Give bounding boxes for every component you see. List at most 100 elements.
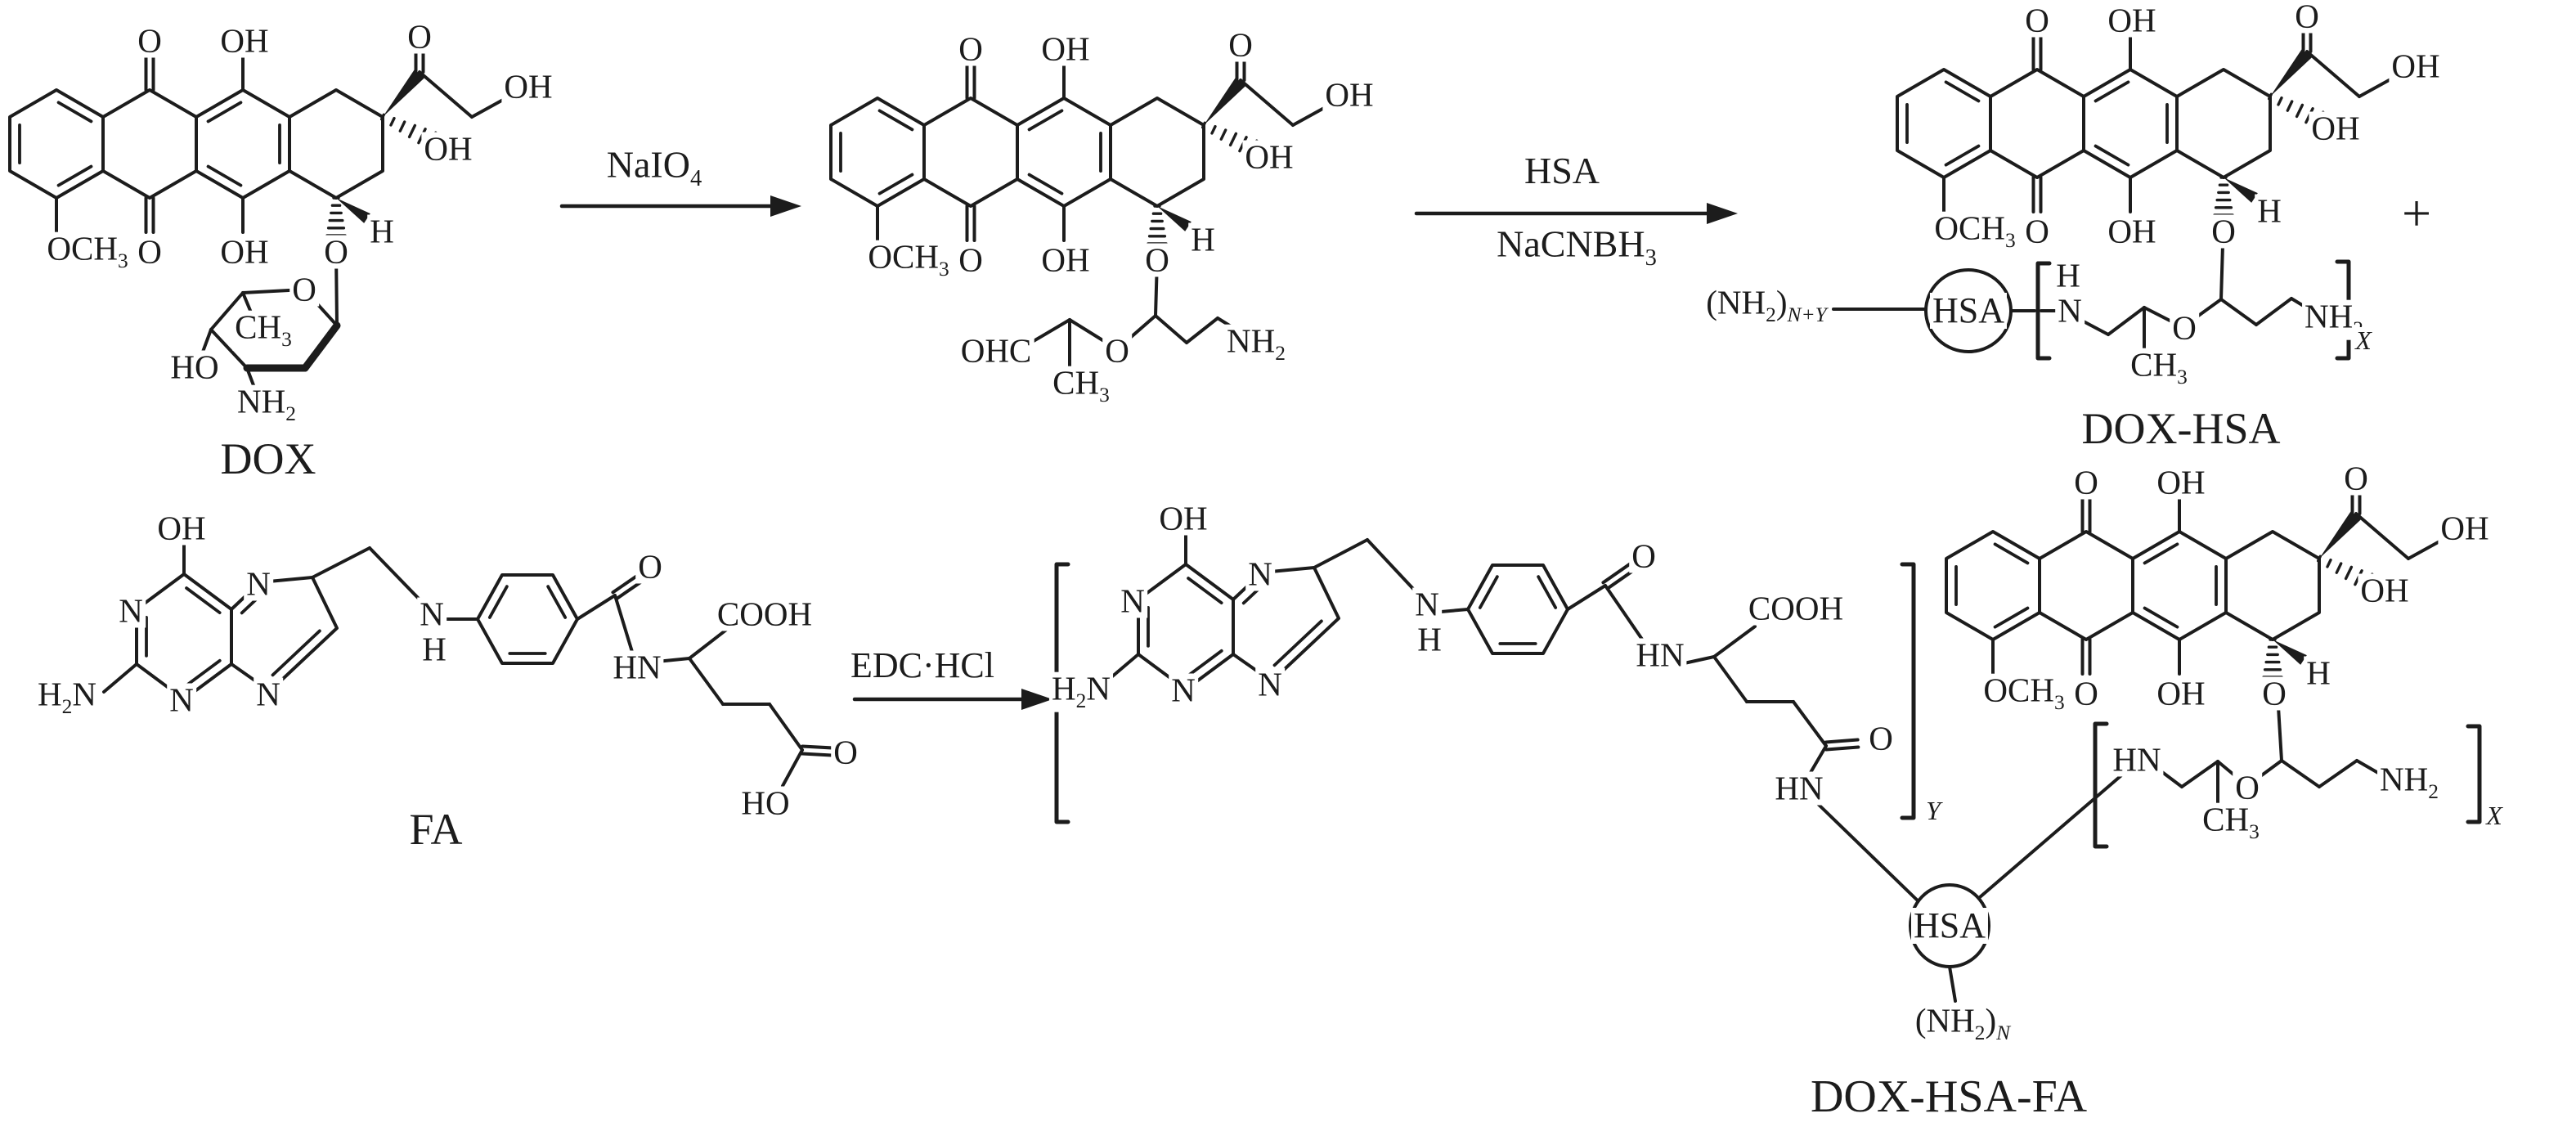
doxhsa-glyc-o: O [2209,214,2238,249]
dox-c6-oh: OH [218,235,272,269]
reagent-hsa: HSA [1521,152,1603,190]
fa-n1: N [116,594,146,628]
int-primary-oh: OH [1322,78,1376,112]
dox2-glyc-o: O [2260,676,2289,711]
doxhsa-caption: DOX-HSA [2079,406,2283,451]
doxhsa-tert-oh: OH [2309,111,2363,146]
dox-sugar-ch3: CH3 [232,310,294,351]
fa2-cooh: COOH [1745,591,1847,626]
reagent-nacnbh3: NaCNBH3 [1494,225,1659,271]
dox2-c6-oh: OH [2154,676,2208,711]
dox2-primary-oh: OH [2438,511,2492,546]
dox-glyc-o: O [321,235,351,269]
fa-pterin-oh: OH [155,511,209,546]
fa-amine-h: H [420,632,449,667]
fa-n3: N [167,683,196,717]
dox-och3: OCH3 [44,231,131,272]
reagent-edc-hcl: EDC·HCl [848,648,997,684]
doxhsa-c9-o: O [2022,3,2052,38]
hsafa-chain-ch3: CH3 [2200,802,2262,843]
fa2-pterin-oh: OH [1156,501,1210,536]
hsafa-chain-hn: HN [2110,743,2164,777]
fa2-amide2-o: O [1866,721,1896,756]
dox-c7-h: H [367,214,397,249]
doxhsa-ether-o: O [2170,311,2199,345]
dox-c11-oh: OH [218,24,272,58]
fa-n8: N [254,677,283,712]
doxhsa-c10-o: O [2022,214,2052,249]
fa2-hn2: HN [1772,771,1826,806]
hsafa-nh2-group: (NH2)N [1912,1004,2013,1044]
fa2-amine-n: N [1412,587,1442,622]
hsafa-sub-x: X [2484,802,2505,828]
fa2-sub-y: Y [1923,797,1943,824]
doxhsa-c6-oh: OH [2105,214,2159,249]
fa-caption: FA [406,807,465,851]
fa-amine-n: N [417,597,447,631]
doxhsa-ch3: CH3 [2128,348,2190,388]
fa-h2n: H2N [35,677,99,718]
fa-acid-ho: HO [738,786,792,820]
int-c9-o: O [956,32,985,66]
fa2-h2n: H2N [1049,671,1113,712]
int-ether-o: O [1102,334,1132,368]
fa2-n5: N [1245,557,1275,591]
fa2-n1: N [1118,584,1147,618]
doxhsa-primary-oh: OH [2389,49,2443,83]
dox-c13-o: O [405,20,434,54]
dox2-c10-o: O [2071,676,2101,711]
dox-sugar-nh2: NH2 [235,384,298,425]
dox2-c13-o: O [2341,461,2371,496]
doxhsa-c11-oh: OH [2105,3,2159,38]
doxhsa-c7-h: H [2255,194,2284,228]
int-ohc: OHC [958,334,1034,368]
dox2-c11-oh: OH [2154,465,2208,500]
int-c10-o: O [956,243,985,277]
doxhsa-amine-h: H [2053,258,2083,293]
hsafa-caption: DOX-HSA-FA [1807,1074,2090,1120]
doxhsa-och3: OCH3 [1932,211,2018,252]
fa2-n8: N [1255,667,1285,702]
fa2-amide-o: O [1629,539,1658,573]
int-tert-oh: OH [1242,140,1296,174]
fa-hn: HN [610,650,664,685]
fa-n5: N [244,567,273,601]
dox-tert-oh: OH [421,132,475,166]
fa-acid-o: O [831,735,860,770]
hsafa-chain-ether-o: O [2233,770,2262,805]
dox-sugar-o: O [289,272,319,307]
dox2-c9-o: O [2071,465,2101,500]
doxhsa-c13-o: O [2292,0,2322,34]
int-nh2: NH2 [1224,324,1288,365]
doxhsa-chain-nh2: NH2 [2302,299,2366,340]
dox-c9-o: O [135,24,164,58]
int-och3: OCH3 [865,240,952,281]
doxhsa-nh2-group: (NH2)N+Y [1703,285,1829,326]
fa2-n3: N [1169,673,1198,707]
int-c7-h: H [1188,222,1218,257]
hsafa-chain-nh2: NH2 [2377,762,2441,803]
fa-cooh: COOH [714,597,815,631]
fa2-amine-h: H [1415,622,1444,657]
dox2-tert-oh: OH [2358,573,2412,608]
int-c11-oh: OH [1039,32,1093,66]
dox-primary-oh: OH [501,70,555,104]
int-c13-o: O [1226,28,1255,62]
fa-amide-o: O [635,550,665,584]
dox-caption: DOX [218,437,319,481]
int-glyc-o: O [1142,243,1172,277]
dox2-c7-h: H [2304,656,2333,690]
doxhsa-sub-x: X [2353,327,2374,353]
dox2-och3: OCH3 [1981,673,2067,714]
dox-sugar-ho: HO [168,350,222,384]
reagent-naio4: NaIO4 [604,146,705,191]
doxhsa-amine-n: N [2055,294,2085,328]
hsafa-hsa-node: HSA [1910,908,1989,944]
doxhsa-hsa-node: HSA [1929,293,2008,329]
int-ch3: CH3 [1050,366,1112,406]
fa2-hn: HN [1633,638,1687,672]
dox-c10-o: O [135,235,164,269]
plus-sign: + [2399,187,2435,240]
